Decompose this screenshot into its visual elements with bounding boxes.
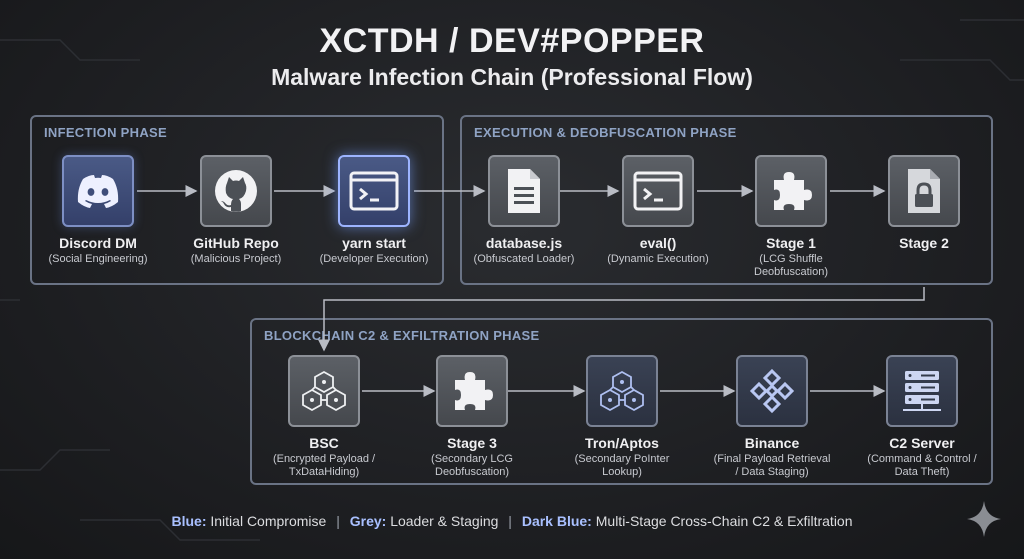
node-stage-3: Stage 3 (Secondary LCG Deobfuscation) xyxy=(408,355,536,479)
puzzle-icon xyxy=(436,355,508,427)
stage-1-label: Stage 1 xyxy=(766,235,816,251)
infection-phase-panel: INFECTION PHASE xyxy=(30,115,444,285)
stage-3-label: Stage 3 xyxy=(447,435,497,451)
database-js-sub: (Obfuscated Loader) xyxy=(473,253,575,265)
puzzle-icon xyxy=(755,155,827,227)
legend-separator: | xyxy=(336,513,340,529)
node-eval: eval() (Dynamic Execution) xyxy=(594,155,722,266)
legend-blue-text: Initial Compromise xyxy=(210,513,327,529)
legend-dark-key: Dark Blue: xyxy=(521,513,592,529)
node-stage-2: Stage 2 xyxy=(860,155,988,251)
bsc-label: BSC xyxy=(309,435,339,451)
github-repo-sub: (Malicious Project) xyxy=(190,253,282,265)
discord-dm-label: Discord DM xyxy=(59,235,137,251)
node-tron-aptos: Tron/Aptos (Secondary PoInter Lookup) xyxy=(558,355,686,479)
node-bsc: BSC (Encrypted Payload / TxDataHiding) xyxy=(260,355,388,479)
binance-label: Binance xyxy=(744,435,800,451)
legend-grey-key: Grey: xyxy=(349,513,387,529)
bsc-sub-2: TxDataHiding) xyxy=(288,466,360,478)
server-icon xyxy=(886,355,958,427)
execution-phase-title: EXECUTION & DEOBFUSCATION PHASE xyxy=(474,125,737,140)
stage-3-sub-2: Deobfuscation) xyxy=(435,466,509,478)
discord-icon xyxy=(62,155,134,227)
stage-1-sub-1: (LCG Shuffle xyxy=(759,253,823,265)
blockchain-phase-title: BLOCKCHAIN C2 & EXFILTRATION PHASE xyxy=(264,328,540,343)
page-title: XCTDH / DEV#POPPER xyxy=(319,22,705,60)
c2-server-sub-2: Data Theft) xyxy=(894,466,950,478)
execution-phase-panel: EXECUTION & DEOBFUSCATION PHASE xyxy=(460,115,993,285)
node-discord-dm: Discord DM (Social Engineering) xyxy=(34,155,162,266)
tron-aptos-sub-2: Lookup) xyxy=(602,466,642,478)
sparkle-icon xyxy=(967,501,1001,537)
locked-file-icon xyxy=(888,155,960,227)
binance-sub-2: / Data Staging) xyxy=(735,466,809,478)
page-subtitle: Malware Infection Chain (Professional Fl… xyxy=(271,64,753,90)
node-c2-server: C2 Server (Command & Control / Data Thef… xyxy=(858,355,986,479)
tron-aptos-label: Tron/Aptos xyxy=(585,435,659,451)
legend-separator: | xyxy=(508,513,512,529)
terminal-icon xyxy=(622,155,694,227)
node-github-repo: GitHub Repo (Malicious Project) xyxy=(172,155,300,266)
database-js-label: database.js xyxy=(485,235,563,251)
binance-sub-1: (Final Payload Retrieval xyxy=(713,453,831,465)
document-icon xyxy=(488,155,560,227)
github-icon xyxy=(200,155,272,227)
node-stage-1: Stage 1 (LCG Shuffle Deobfuscation) xyxy=(727,155,855,279)
legend-blue-key: Blue: xyxy=(171,513,207,529)
blockchain-icon xyxy=(288,355,360,427)
node-database-js: database.js (Obfuscated Loader) xyxy=(460,155,588,266)
eval-sub: (Dynamic Execution) xyxy=(607,253,709,265)
yarn-start-sub: (Developer Execution) xyxy=(319,253,429,265)
discord-dm-sub: (Social Engineering) xyxy=(48,253,148,265)
legend-grey-text: Loader & Staging xyxy=(390,513,499,529)
node-binance: Binance (Final Payload Retrieval / Data … xyxy=(708,355,836,479)
yarn-start-label: yarn start xyxy=(342,235,406,251)
legend: Blue: Initial Compromise | Grey: Loader … xyxy=(0,513,1024,529)
github-repo-label: GitHub Repo xyxy=(193,235,279,251)
stage-3-sub-1: (Secondary LCG xyxy=(431,453,513,465)
bsc-sub-1: (Encrypted Payload / xyxy=(272,453,376,465)
c2-server-label: C2 Server xyxy=(889,435,955,451)
stage-1-sub-2: Deobfuscation) xyxy=(754,266,828,278)
binance-icon xyxy=(736,355,808,427)
blockchain-icon xyxy=(586,355,658,427)
tron-aptos-sub-1: (Secondary PoInter xyxy=(574,453,670,465)
c2-server-sub-1: (Command & Control / xyxy=(867,453,977,465)
eval-label: eval() xyxy=(639,235,677,251)
infection-phase-title: INFECTION PHASE xyxy=(44,125,167,140)
terminal-icon xyxy=(338,155,410,227)
legend-dark-text: Multi-Stage Cross-Chain C2 & Exfiltratio… xyxy=(595,513,853,529)
stage-2-label: Stage 2 xyxy=(899,235,949,251)
node-yarn-start: yarn start (Developer Execution) xyxy=(310,155,438,266)
